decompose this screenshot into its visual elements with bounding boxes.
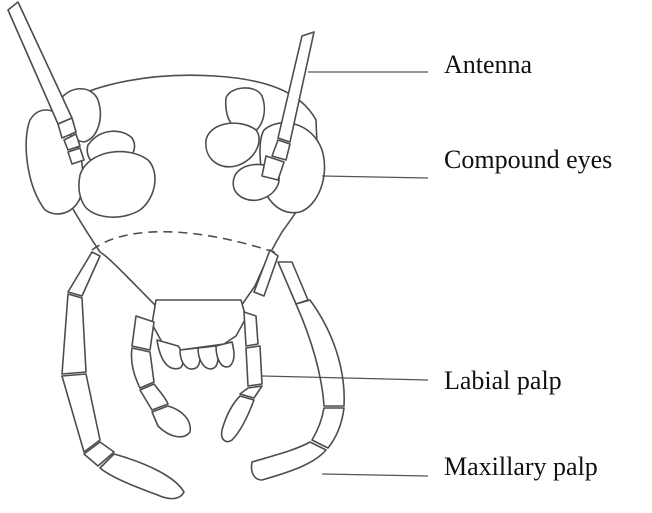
labial-palp-leader-line [262,376,428,380]
maxillary-palp-label: Maxillary palp [444,452,598,481]
maxillary-palp-leader-line [322,474,428,476]
labial-palp-label: Labial palp [444,366,562,395]
compound-eyes-leader-line [322,176,428,178]
antenna-label: Antenna [444,50,533,79]
right-maxillary-palp [251,250,344,480]
compound-eyes-label: Compound eyes [444,145,612,174]
